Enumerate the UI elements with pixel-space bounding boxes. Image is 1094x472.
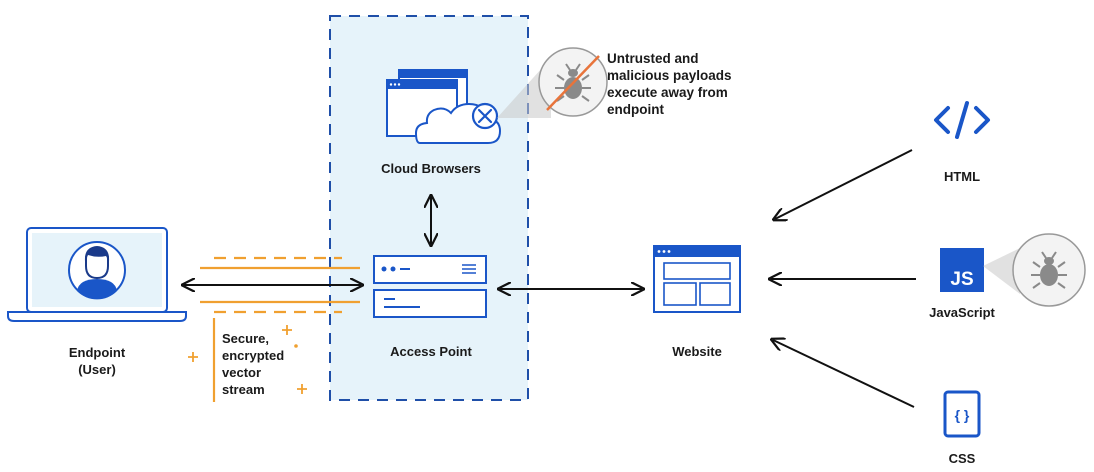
sparkle-marks [188,325,307,394]
html-label: HTML [943,169,981,184]
css-braces-icon [943,390,981,438]
javascript-label: JavaScript [929,305,995,320]
access-point-label: Access Point [390,344,472,359]
javascript-js-icon [940,248,984,292]
css-badge-text: { } [955,407,970,423]
stream-label: Secure, encrypted vector stream [222,330,322,398]
stream-label-line: Secure, [222,331,269,346]
stream-label-line: vector [222,365,262,380]
secure-stream-lines [200,256,360,402]
callout-line: endpoint [607,102,664,117]
endpoint-laptop-icon [7,227,187,322]
endpoint-label: Endpoint (User) [37,344,157,378]
callout-line: malicious payloads [607,68,732,83]
malicious-payload-callout [497,47,608,118]
access-point-server-icon [373,255,487,318]
cloud-browsers-icon [386,69,502,144]
callout-line: Untrusted and [607,51,699,66]
stream-label-line: stream [222,382,265,397]
js-bug-callout [983,233,1086,307]
js-badge-text: JS [950,269,973,290]
bug-icon [1031,251,1067,289]
callout-line: execute away from [607,85,728,100]
html-to-website-arrow [775,149,913,219]
callout-text: Untrusted and malicious payloads execute… [607,50,807,118]
stream-label-line: encrypted [222,348,285,363]
css-to-website-arrow [773,340,915,408]
cloud-browsers-label: Cloud Browsers [381,161,481,176]
strike-line [546,55,600,111]
css-label: CSS [948,451,976,466]
endpoint-label-line: Endpoint [68,345,126,360]
bug-icon [555,63,591,102]
website-icon [653,245,741,313]
html-code-icon [934,101,990,139]
website-label: Website [672,344,722,359]
endpoint-label-line: (User) [78,362,116,377]
